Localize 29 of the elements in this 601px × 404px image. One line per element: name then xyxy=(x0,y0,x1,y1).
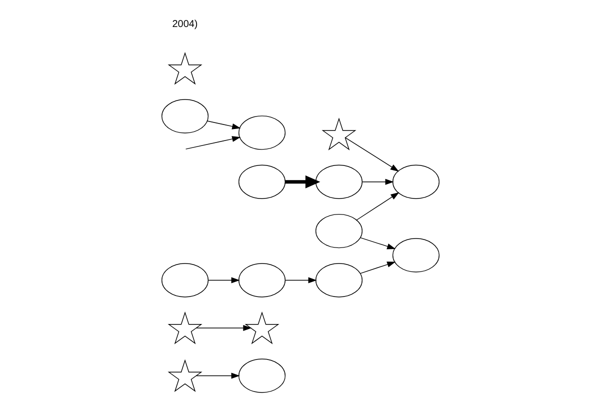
arrow xyxy=(196,372,240,379)
arrow xyxy=(360,237,396,250)
node-circle xyxy=(162,99,209,134)
node-circle xyxy=(238,358,286,393)
arrow xyxy=(196,325,252,331)
arrow xyxy=(284,277,317,284)
node-circle xyxy=(315,263,363,298)
node-star xyxy=(168,359,202,392)
arrow xyxy=(362,178,394,185)
node-circle xyxy=(238,263,286,298)
arrow xyxy=(285,175,320,188)
arrow xyxy=(185,136,241,150)
arrow xyxy=(345,137,400,172)
node-circle xyxy=(315,214,363,248)
node-circle xyxy=(315,164,363,199)
arrow xyxy=(356,192,400,220)
node-circle xyxy=(162,263,209,298)
arrow xyxy=(360,262,396,274)
node-circle xyxy=(238,164,286,199)
node-circle xyxy=(392,164,440,199)
node-circle xyxy=(238,116,286,150)
arrow xyxy=(207,120,241,130)
arrow xyxy=(208,277,240,284)
node-circle xyxy=(392,238,440,272)
node-star xyxy=(322,118,356,150)
node-star xyxy=(244,312,280,344)
label: 2004) xyxy=(172,18,198,30)
node-star xyxy=(168,52,202,85)
node-star xyxy=(168,312,202,344)
